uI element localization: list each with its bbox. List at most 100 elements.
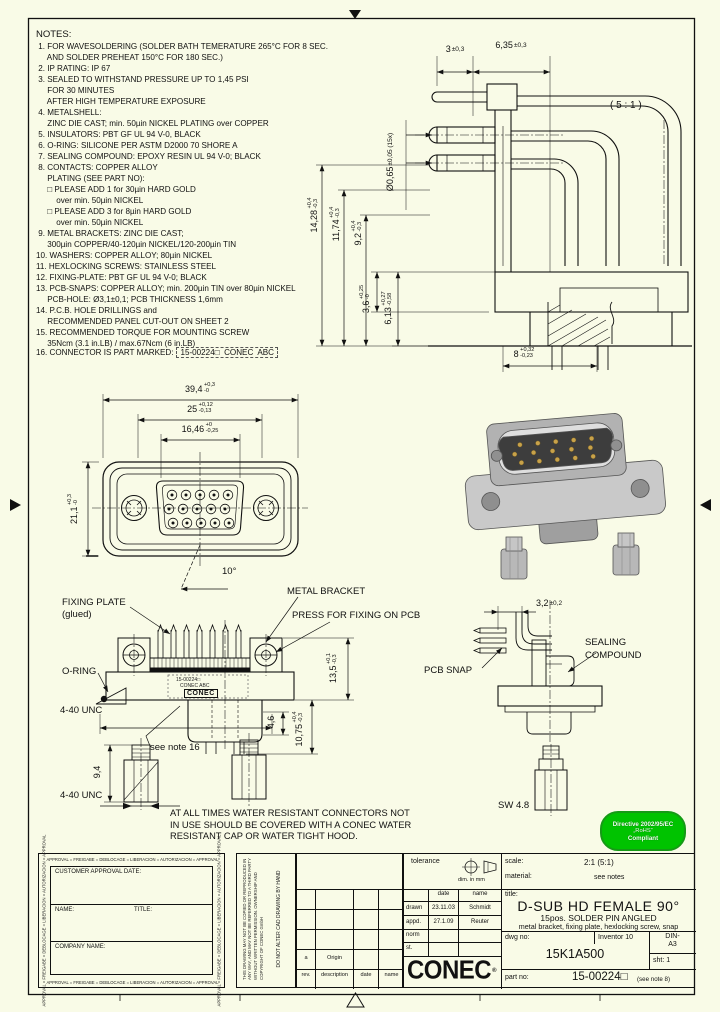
approval-title-label: TITLE: — [134, 907, 153, 913]
dim-21-1: 21,1 +0,3-0 — [67, 493, 79, 525]
note-line: RECOMMENDED PANEL CUT-OUT ON SHEET 2 — [36, 317, 229, 326]
approval-border-bottom: APPROVAL = FREIGABE = DEBLOCAGE = LIBERA… — [46, 980, 219, 985]
sw-4-8-label: SW 4.8 — [498, 800, 530, 811]
note-line: 2. IP RATING: IP 67 — [36, 64, 111, 73]
part-no-value: 15-00224□ — [572, 971, 628, 983]
title-block-main: tolerance dim. in mm scale: 2:1 (5:1) ma… — [403, 853, 696, 989]
row-drawn-date: 23.11.03 — [432, 905, 455, 911]
dim-angle-10deg: 10° — [222, 566, 237, 577]
note-line: 3. SEALED TO WITHSTAND PRESSURE UP TO 1,… — [36, 75, 249, 84]
sealing-compound-label-1: SEALING — [585, 637, 627, 648]
render-standoff-left — [500, 536, 528, 580]
note-line: 10. WASHERS: COPPER ALLOY; 80µin NICKEL — [36, 251, 213, 260]
dwg-no-label: dwg no: — [505, 934, 530, 941]
dwg-no-value: 15K1A500 — [545, 947, 605, 961]
dim-16-46: 16,46 +0-0,25 — [181, 422, 219, 434]
note-line: 13. PCB-SNAPS: COPPER ALLOY; min. 200µin… — [36, 284, 296, 293]
dim-9-4: 9,4 — [92, 765, 102, 779]
dim-3: 3±0,3 — [445, 44, 465, 54]
note-line: PLATING (SEE PART NO): — [36, 174, 145, 183]
tolerance-label: tolerance — [411, 858, 440, 865]
dim-pin-diameter: Ø0,65±0,05 (15x) — [385, 132, 395, 192]
dim-unit-label: dim. in mm — [458, 877, 485, 883]
front-view-drawing — [86, 461, 299, 557]
glued-label: (glued) — [62, 609, 92, 620]
rev-value: a — [304, 955, 308, 961]
note-line: AFTER HIGH TEMPERATURE EXPOSURE — [36, 97, 206, 106]
dim-14-28: 14,28 +0,4-0,3 — [307, 197, 319, 233]
notes-lines: 1. FOR WAVESOLDERING (SOLDER BATH TEMERA… — [36, 41, 348, 349]
rev-header: rev. — [301, 972, 311, 978]
detail-scale-label: ( 5 : 1 ) — [610, 100, 642, 111]
row-st-label: st. — [406, 945, 413, 951]
dim-10-75: 10,75 +0,4-0,3 — [292, 711, 304, 747]
render-3d-connector — [464, 413, 666, 580]
section-view-dimlines — [316, 56, 598, 372]
note-line: □ PLEASE ADD 1 for 30µin HARD GOLD — [36, 185, 196, 194]
approval-company-label: COMPANY NAME: — [55, 944, 106, 950]
paper-format-1: DIN- — [665, 933, 680, 940]
note-line: 7. SEALING COMPOUND: EPOXY RESIN UL 94 V… — [36, 152, 261, 161]
drawing-title-main: D-SUB HD FEMALE 90° — [517, 898, 680, 914]
note-line: 11. HEXLOCKING SCREWS: STAINLESS STEEL — [36, 262, 217, 271]
note-line: PCB-HOLE: Ø3,1±0,1; PCB THICKNESS 1,6mm — [36, 295, 223, 304]
note-line: 35Ncm (3.1 in.LB) / max.67Ncm (6 in.LB) — [36, 339, 196, 348]
note-line: 4. METALSHELL: — [36, 108, 102, 117]
paper-format-2: A3 — [668, 941, 677, 948]
o-ring-label: O-RING — [62, 666, 97, 677]
row-drawn-name: Schmidt — [469, 905, 491, 911]
press-for-fixing-label: PRESS FOR FIXING ON PCB — [292, 610, 421, 621]
approval-border-left: APPROVAL = FREIGABE = DEBLOCAGE = LIBERA… — [41, 834, 47, 1007]
scale-label: scale: — [505, 858, 524, 865]
approval-border-top: APPROVAL = FREIGABE = DEBLOCAGE = LIBERA… — [46, 857, 219, 862]
connector-marking-logo: CONEC — [184, 689, 218, 698]
side-view-drawing — [95, 623, 295, 803]
note-line: 14. P.C.B. HOLE DRILLINGS and — [36, 306, 157, 315]
row-appd-date: 27.1.09 — [433, 919, 454, 925]
name-header: name — [384, 972, 399, 978]
unc-top-label: 4-40 UNC — [60, 705, 103, 716]
dim-11-74: 11,74 +0,4-0,3 — [329, 206, 341, 242]
row-appd-label: appd. — [406, 919, 422, 925]
see-note-16-label: see note 16 — [150, 742, 200, 753]
material-label: material: — [505, 873, 532, 880]
sealing-compound-label-2: COMPOUND — [585, 650, 642, 661]
detail-view-drawing — [472, 606, 603, 811]
row-appd-name: Reuter — [470, 919, 489, 925]
col-date-header: date — [437, 891, 450, 897]
note-16-part-marking: 16. CONNECTOR IS PART MARKED: 15-00224□ … — [36, 347, 278, 358]
dim-9-2: 9,2 +0,4-0,3 — [351, 220, 363, 246]
note-line: FOR 30 MINUTES — [36, 86, 115, 95]
connector-marking-partno: 15-00224□ — [176, 677, 201, 683]
notes-section: NOTES: 1. FOR WAVESOLDERING (SOLDER BATH… — [36, 29, 348, 349]
dim-13-5: 13,5 +0,1-0,3 — [326, 652, 338, 684]
render-standoff-right — [612, 532, 640, 576]
rohs-compliance-badge: Directive 2002/95/EC „RoHS“ Compliant — [600, 811, 686, 851]
note-line: 9. METAL BRACKETS: ZINC DIE CAST; — [36, 229, 184, 238]
approval-inner-box — [50, 866, 213, 975]
col-name-header: name — [472, 891, 488, 897]
cad-system-label: Inventor 10 — [598, 934, 634, 941]
revision-table: rev. description date name a Origin — [296, 853, 404, 989]
approval-border-right: APPROVAL = FREIGABE = DEBLOCAGE = LIBERA… — [216, 834, 222, 1007]
disclaimer-copyright: THIS DRAWING MAY NOT BE COPIED OR REPROD… — [241, 858, 264, 980]
note-line: 12. FIXING-PLATE: PBT GF UL 94 V-0; BLAC… — [36, 273, 207, 282]
approval-customer-line: CUSTOMER APPROVAL DATE: — [55, 869, 142, 875]
note-line: over min. 50µin NICKEL — [36, 218, 144, 227]
dim-4-6: 4,6 — [266, 715, 276, 729]
dim-6-13: 6,13 +0,27-0,58 — [381, 291, 393, 325]
part-no-note: (see note 8) — [637, 976, 671, 983]
title-label: title: — [505, 891, 518, 898]
row-norm-label: norm — [406, 932, 420, 938]
description-header: description — [320, 972, 349, 978]
disclaimer-cad: DO NOT ALTER CAD DRAWING BY HAND — [276, 870, 283, 968]
detail-view-centerlines — [549, 600, 552, 816]
fixing-plate-label: FIXING PLATE — [62, 597, 126, 608]
material-value: see notes — [594, 874, 625, 881]
note-16-prefix: 16. CONNECTOR IS PART MARKED: — [36, 348, 174, 357]
dim-3-2: 3,2±0,2 — [535, 598, 563, 608]
customer-approval-box: APPROVAL = FREIGABE = DEBLOCAGE = LIBERA… — [38, 834, 225, 1007]
side-view-centerlines — [133, 620, 267, 810]
connector-marking-text: CONEC ABC — [180, 683, 210, 689]
